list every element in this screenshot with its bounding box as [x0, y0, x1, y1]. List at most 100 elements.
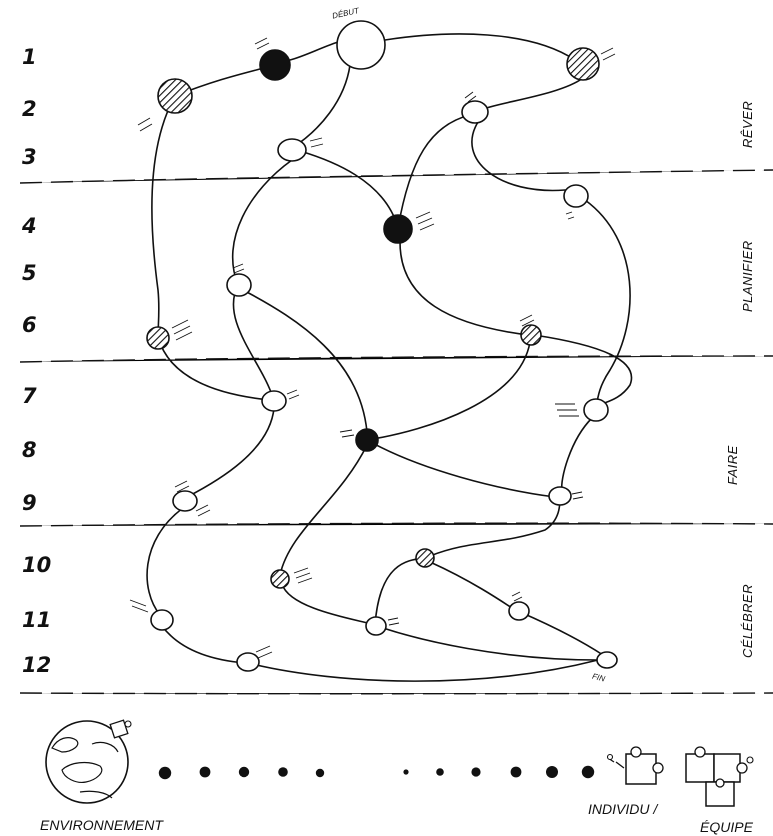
- path-segment: [252, 660, 598, 681]
- end-node: [597, 652, 617, 668]
- dot: [511, 767, 522, 778]
- path-segment: [187, 408, 274, 497]
- motion-tick: [196, 505, 210, 516]
- node-hatched: [567, 48, 599, 80]
- divider-line: [20, 523, 773, 526]
- row-number-7: 7: [22, 384, 37, 408]
- row-number-3: 3: [22, 145, 37, 169]
- row-number-11: 11: [22, 608, 51, 632]
- path-segment: [472, 122, 565, 190]
- dotted-line: [159, 766, 594, 779]
- node-open: [366, 617, 386, 635]
- puzzle-piece-knob: [716, 779, 724, 787]
- divider-line: [20, 170, 773, 183]
- row-number-1: 1: [22, 45, 37, 69]
- phase-label-celebrer: CÉLÉBRER: [740, 584, 755, 658]
- motion-tick: [388, 618, 399, 625]
- motion-tick: [294, 568, 312, 583]
- motion-tick: [601, 48, 615, 60]
- motion-tick: [572, 492, 583, 499]
- path-segment: [282, 584, 375, 625]
- phase-label-planifier: PLANIFIER: [740, 240, 755, 312]
- journey-nodes: [147, 21, 617, 671]
- node-filled: [260, 50, 290, 80]
- environment-globe-icon: [46, 720, 131, 803]
- path-segment: [480, 78, 583, 110]
- node-open: [549, 487, 571, 505]
- row-number-10: 10: [22, 553, 51, 577]
- dot: [403, 769, 408, 774]
- motion-tick: [130, 600, 148, 612]
- node-open: [509, 602, 529, 620]
- path-segment: [300, 151, 398, 228]
- phase-label-rever: RÊVER: [740, 101, 755, 148]
- end-label: FIN: [591, 672, 606, 684]
- row-number-9: 9: [22, 491, 37, 515]
- motion-ticks: [130, 38, 615, 658]
- path-segment: [280, 445, 367, 575]
- puzzle-piece-knob: [653, 763, 663, 773]
- row-number-12: 12: [22, 653, 51, 677]
- path-segment: [243, 290, 367, 432]
- node-filled: [384, 215, 412, 243]
- path-segment: [400, 242, 528, 335]
- phase-label-faire: FAIRE: [725, 445, 740, 485]
- dot: [239, 767, 249, 777]
- puzzle-piece-knob: [125, 721, 131, 727]
- path-segment: [292, 65, 350, 148]
- node-filled: [356, 429, 378, 451]
- row-number-4: 4: [21, 214, 37, 238]
- node-hatched: [416, 549, 434, 567]
- motion-tick: [340, 430, 354, 437]
- path-segment: [398, 115, 470, 228]
- path-segment: [385, 34, 575, 60]
- path-segment: [233, 285, 272, 395]
- puzzle-piece-knob: [737, 763, 747, 773]
- puzzle-piece-icon: [714, 754, 740, 782]
- motion-tick: [255, 38, 269, 49]
- node-open: [151, 610, 173, 630]
- row-number-8: 8: [22, 438, 37, 462]
- path-segment: [158, 337, 270, 400]
- dot: [316, 769, 324, 777]
- node-open: [262, 391, 286, 411]
- dot: [159, 767, 171, 779]
- puzzle-hand: [608, 755, 613, 760]
- motion-tick: [287, 390, 299, 399]
- start-node: [337, 21, 385, 69]
- start-label: DÉBUT: [331, 6, 360, 21]
- individual-team-puzzle-icon: [608, 747, 754, 806]
- dot: [582, 766, 594, 778]
- motion-tick: [138, 118, 152, 131]
- path-segment: [152, 96, 175, 337]
- team-label: ÉQUIPE: [700, 819, 754, 835]
- motion-tick: [566, 212, 574, 219]
- node-open: [564, 185, 588, 207]
- motion-tick: [416, 212, 434, 230]
- puzzle-piece-icon: [626, 754, 656, 784]
- divider-line: [20, 693, 773, 694]
- individual-label: INDIVIDU /: [588, 801, 659, 817]
- dot: [546, 766, 558, 778]
- path-segment: [585, 200, 630, 408]
- row-number-6: 6: [22, 313, 37, 337]
- node-open: [462, 101, 488, 123]
- row-number-2: 2: [22, 97, 37, 121]
- path-segment: [520, 612, 603, 655]
- dot: [200, 767, 211, 778]
- motion-tick: [256, 646, 272, 658]
- dot: [471, 767, 480, 776]
- environment-label: ENVIRONNEMENT: [40, 817, 164, 833]
- node-open: [227, 274, 251, 296]
- node-hatched: [521, 325, 541, 345]
- node-hatched: [158, 79, 192, 113]
- motion-tick: [555, 404, 579, 416]
- node-open: [237, 653, 259, 671]
- path-segment: [367, 440, 555, 497]
- phase-labels: RÊVER PLANIFIER FAIRE CÉLÉBRER: [725, 101, 755, 658]
- path-segment: [290, 42, 338, 60]
- puzzle-piece-icon: [686, 754, 714, 782]
- path-segment: [430, 497, 560, 556]
- puzzle-piece-knob: [631, 747, 641, 757]
